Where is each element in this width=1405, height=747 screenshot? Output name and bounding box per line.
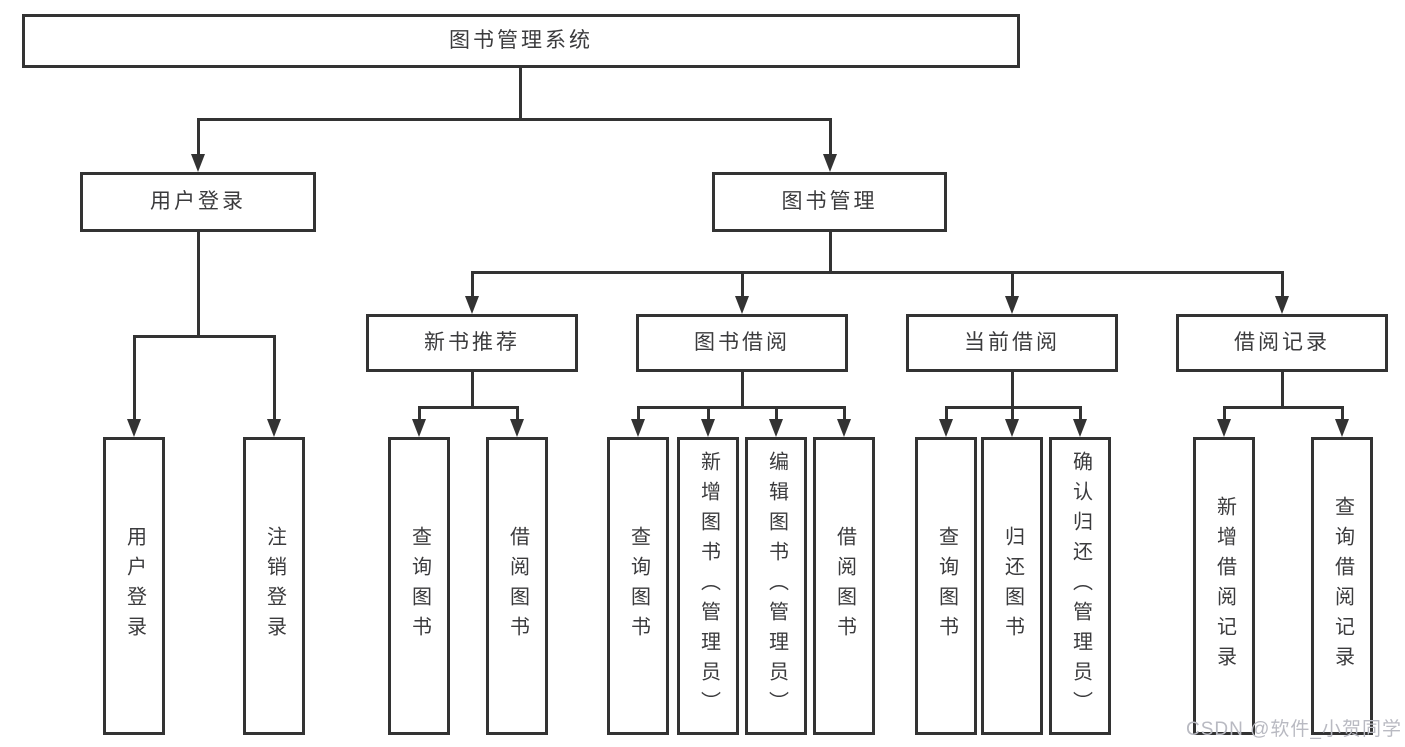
- connector-root-stem: [519, 68, 522, 118]
- connector-current-drop-2: [1011, 406, 1014, 422]
- connector-login-bar: [133, 335, 276, 338]
- arrow-down-icon: [1275, 296, 1289, 314]
- connector-records-bar: [1223, 406, 1344, 409]
- connector-mgmt-drop-4: [1281, 271, 1284, 298]
- arrow-down-icon: [823, 154, 837, 172]
- arrow-down-icon: [939, 419, 953, 437]
- connector-records-drop-2: [1341, 406, 1344, 422]
- connector-root-bar: [197, 118, 832, 121]
- connector-borrow-stem: [741, 372, 744, 406]
- node-leaf-add-borrow-record: 新增借阅记录: [1193, 437, 1255, 735]
- connector-root-drop-right: [829, 118, 832, 158]
- connector-borrow-drop-4: [843, 406, 846, 422]
- connector-borrow-drop-2: [707, 406, 710, 422]
- node-leaf-edit-book-admin: 编辑图书（管理员）: [745, 437, 807, 735]
- arrow-down-icon: [701, 419, 715, 437]
- arrow-down-icon: [1005, 296, 1019, 314]
- node-leaf-confirm-return-admin: 确认归还（管理员）: [1049, 437, 1111, 735]
- connector-borrow-drop-3: [775, 406, 778, 422]
- connector-current-stem: [1011, 372, 1014, 406]
- arrow-down-icon: [1073, 419, 1087, 437]
- connector-mgmt-drop-1: [471, 271, 474, 298]
- arrow-down-icon: [735, 296, 749, 314]
- node-leaf-borrow-books-recommend: 借阅图书: [486, 437, 548, 735]
- connector-login-drop-1: [133, 335, 136, 421]
- connector-recommend-drop-2: [516, 406, 519, 422]
- node-user-login: 用户登录: [80, 172, 316, 232]
- node-leaf-query-books-borrow: 查询图书: [607, 437, 669, 735]
- arrow-down-icon: [412, 419, 426, 437]
- arrow-down-icon: [1335, 419, 1349, 437]
- arrow-down-icon: [769, 419, 783, 437]
- connector-mgmt-bar: [471, 271, 1284, 274]
- node-leaf-add-book-admin: 新增图书（管理员）: [677, 437, 739, 735]
- arrow-down-icon: [1217, 419, 1231, 437]
- connector-root-drop-left: [197, 118, 200, 158]
- connector-current-drop-3: [1079, 406, 1082, 422]
- node-book-borrowing: 图书借阅: [636, 314, 848, 372]
- connector-records-stem: [1281, 372, 1284, 406]
- csdn-watermark: CSDN @软件_小贺同学: [1186, 719, 1402, 740]
- node-library-system: 图书管理系统: [22, 14, 1020, 68]
- connector-mgmt-drop-2: [741, 271, 744, 298]
- node-leaf-query-books-recommend: 查询图书: [388, 437, 450, 735]
- connector-records-drop-1: [1223, 406, 1226, 422]
- connector-login-stem: [197, 232, 200, 335]
- connector-current-drop-1: [945, 406, 948, 422]
- node-new-book-recommendation: 新书推荐: [366, 314, 578, 372]
- node-leaf-logout: 注销登录: [243, 437, 305, 735]
- arrow-down-icon: [465, 296, 479, 314]
- node-leaf-return-book: 归还图书: [981, 437, 1043, 735]
- connector-borrow-drop-1: [637, 406, 640, 422]
- arrow-down-icon: [127, 419, 141, 437]
- arrow-down-icon: [631, 419, 645, 437]
- connector-recommend-stem: [471, 372, 474, 406]
- node-leaf-query-books-current: 查询图书: [915, 437, 977, 735]
- arrow-down-icon: [510, 419, 524, 437]
- node-current-borrowing: 当前借阅: [906, 314, 1118, 372]
- arrow-down-icon: [191, 154, 205, 172]
- node-leaf-query-borrow-record: 查询借阅记录: [1311, 437, 1373, 735]
- connector-borrow-bar: [637, 406, 846, 409]
- node-leaf-borrow-books: 借阅图书: [813, 437, 875, 735]
- node-borrowing-records: 借阅记录: [1176, 314, 1388, 372]
- connector-mgmt-stem: [829, 232, 832, 271]
- node-book-management: 图书管理: [712, 172, 947, 232]
- connector-mgmt-drop-3: [1011, 271, 1014, 298]
- arrow-down-icon: [837, 419, 851, 437]
- arrow-down-icon: [267, 419, 281, 437]
- connector-recommend-drop-1: [418, 406, 421, 422]
- node-leaf-user-login: 用户登录: [103, 437, 165, 735]
- connector-login-drop-2: [273, 335, 276, 421]
- connector-recommend-bar: [418, 406, 519, 409]
- arrow-down-icon: [1005, 419, 1019, 437]
